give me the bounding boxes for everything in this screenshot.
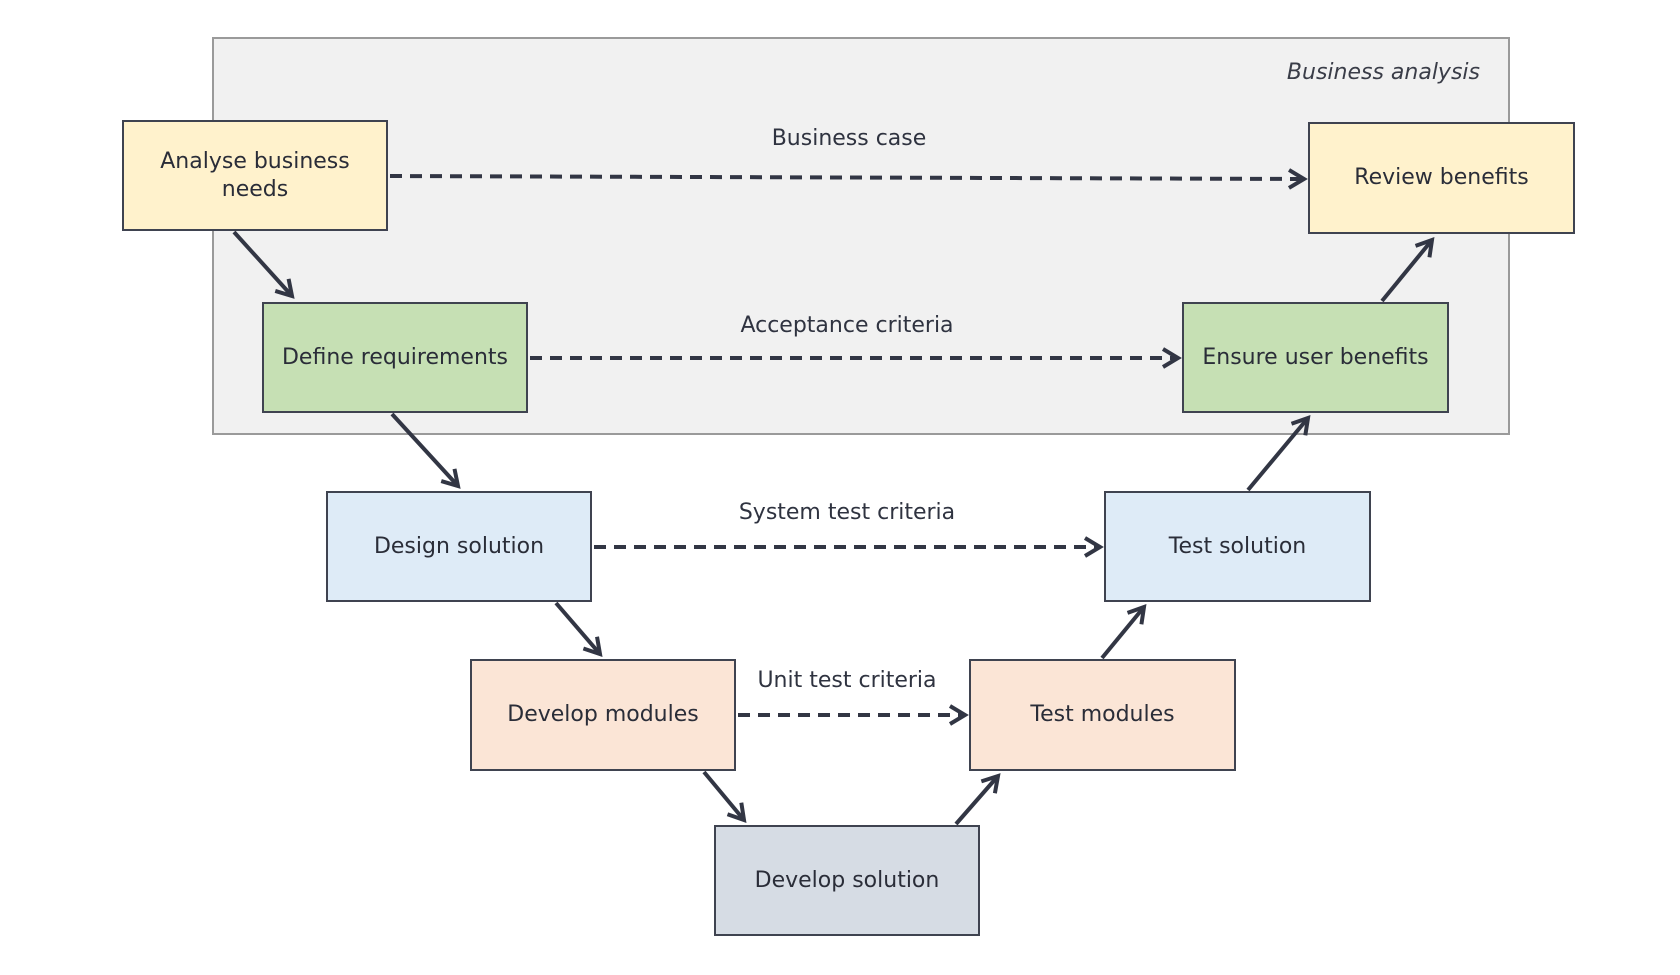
test-modules-box: Test modules: [969, 659, 1236, 771]
acceptance-criteria-label: Acceptance criteria: [740, 313, 954, 338]
design-to-develop-modules-arrow: [554, 601, 603, 657]
review-benefits-box: Review benefits: [1308, 122, 1575, 234]
develop-modules-box: Develop modules: [470, 659, 736, 771]
business-analysis-label: Business analysis: [1286, 60, 1480, 85]
define-requirements-box: Define requirements: [262, 302, 528, 413]
unit-test-criteria-label: Unit test criteria: [757, 668, 937, 693]
business-case-label: Business case: [771, 126, 927, 151]
develop-modules-to-develop-solution-arrow: [702, 770, 747, 823]
develop-solution-to-test-modules-arrow: [954, 773, 1001, 826]
test-modules-to-test-solution-arrow: [1100, 603, 1147, 660]
test-solution-box: Test solution: [1104, 491, 1371, 602]
ensure-user-benefits-box: Ensure user benefits: [1182, 302, 1449, 413]
system-test-criteria-label: System test criteria: [738, 500, 956, 525]
design-solution-box: Design solution: [326, 491, 592, 602]
develop-solution-box: Develop solution: [714, 825, 980, 936]
analyse-business-needs-box: Analyse business needs: [122, 120, 388, 231]
